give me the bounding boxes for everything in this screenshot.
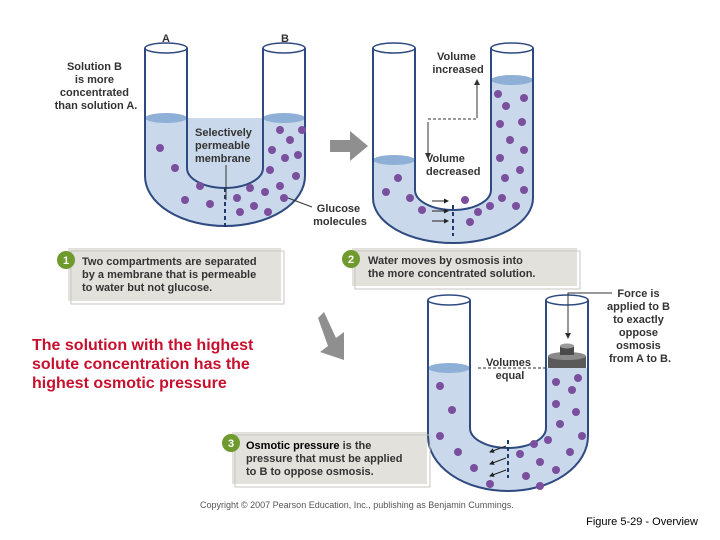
glucose-molecules-3 — [436, 374, 586, 490]
volume-decreased-label: Volume decreased — [426, 153, 480, 178]
force-label: Force is applied to B to exactly oppose … — [607, 288, 673, 365]
water-flow-arrows — [432, 198, 449, 224]
step-1-badge — [57, 251, 75, 269]
arrow-down-left — [318, 312, 344, 360]
svg-text:Water moves by osmosis into: Water moves by osmosis into the more con… — [368, 255, 535, 280]
step-3-badge — [222, 434, 240, 452]
arrow-right — [330, 131, 368, 161]
copyright-line: Copyright © 2007 Pearson Education, Inc.… — [200, 500, 514, 510]
u-tube-3 — [427, 294, 589, 492]
glucose-molecules — [156, 126, 306, 216]
solution-b-note: Solution B is more concentrated than sol… — [55, 61, 138, 112]
label-a: A — [162, 33, 170, 45]
step-3-caption: 3 Osmotic pressure is the pressure that … — [222, 432, 431, 488]
osmotic-pressure-note: The solution with the highest solute con… — [32, 337, 254, 392]
u-tube-2 — [372, 42, 534, 244]
volume-increased-label: Volume increased — [432, 51, 483, 76]
glucose-molecules-2 — [382, 90, 528, 226]
svg-text:Two compartments are separated: Two compartments are separated by a memb… — [82, 256, 260, 294]
step-2-caption: 2 Water moves by osmosis into the more c… — [342, 248, 581, 290]
svg-text:3: 3 — [228, 438, 234, 450]
weight-icon — [548, 343, 586, 368]
svg-text:A: A — [162, 33, 170, 45]
volumes-equal-label: Volumes equal — [486, 357, 534, 382]
svg-text:Osmotic pressure is the: Osmotic pressure is the pressure that mu… — [246, 440, 406, 478]
label-b: B — [281, 33, 289, 45]
pressure-arrows — [489, 445, 507, 477]
glucose-label: Glucose molecules — [313, 203, 367, 228]
svg-text:B: B — [281, 33, 289, 45]
step-1-caption: 1 Two compartments are separated by a me… — [57, 248, 285, 305]
membrane-label: Selectively permeable membrane — [195, 127, 255, 165]
figure-reference: Figure 5-29 - Overview — [586, 516, 698, 528]
step-2-badge — [342, 250, 360, 268]
u-tube-1 — [144, 42, 306, 228]
svg-text:1: 1 — [63, 255, 69, 267]
svg-text:2: 2 — [348, 254, 354, 266]
